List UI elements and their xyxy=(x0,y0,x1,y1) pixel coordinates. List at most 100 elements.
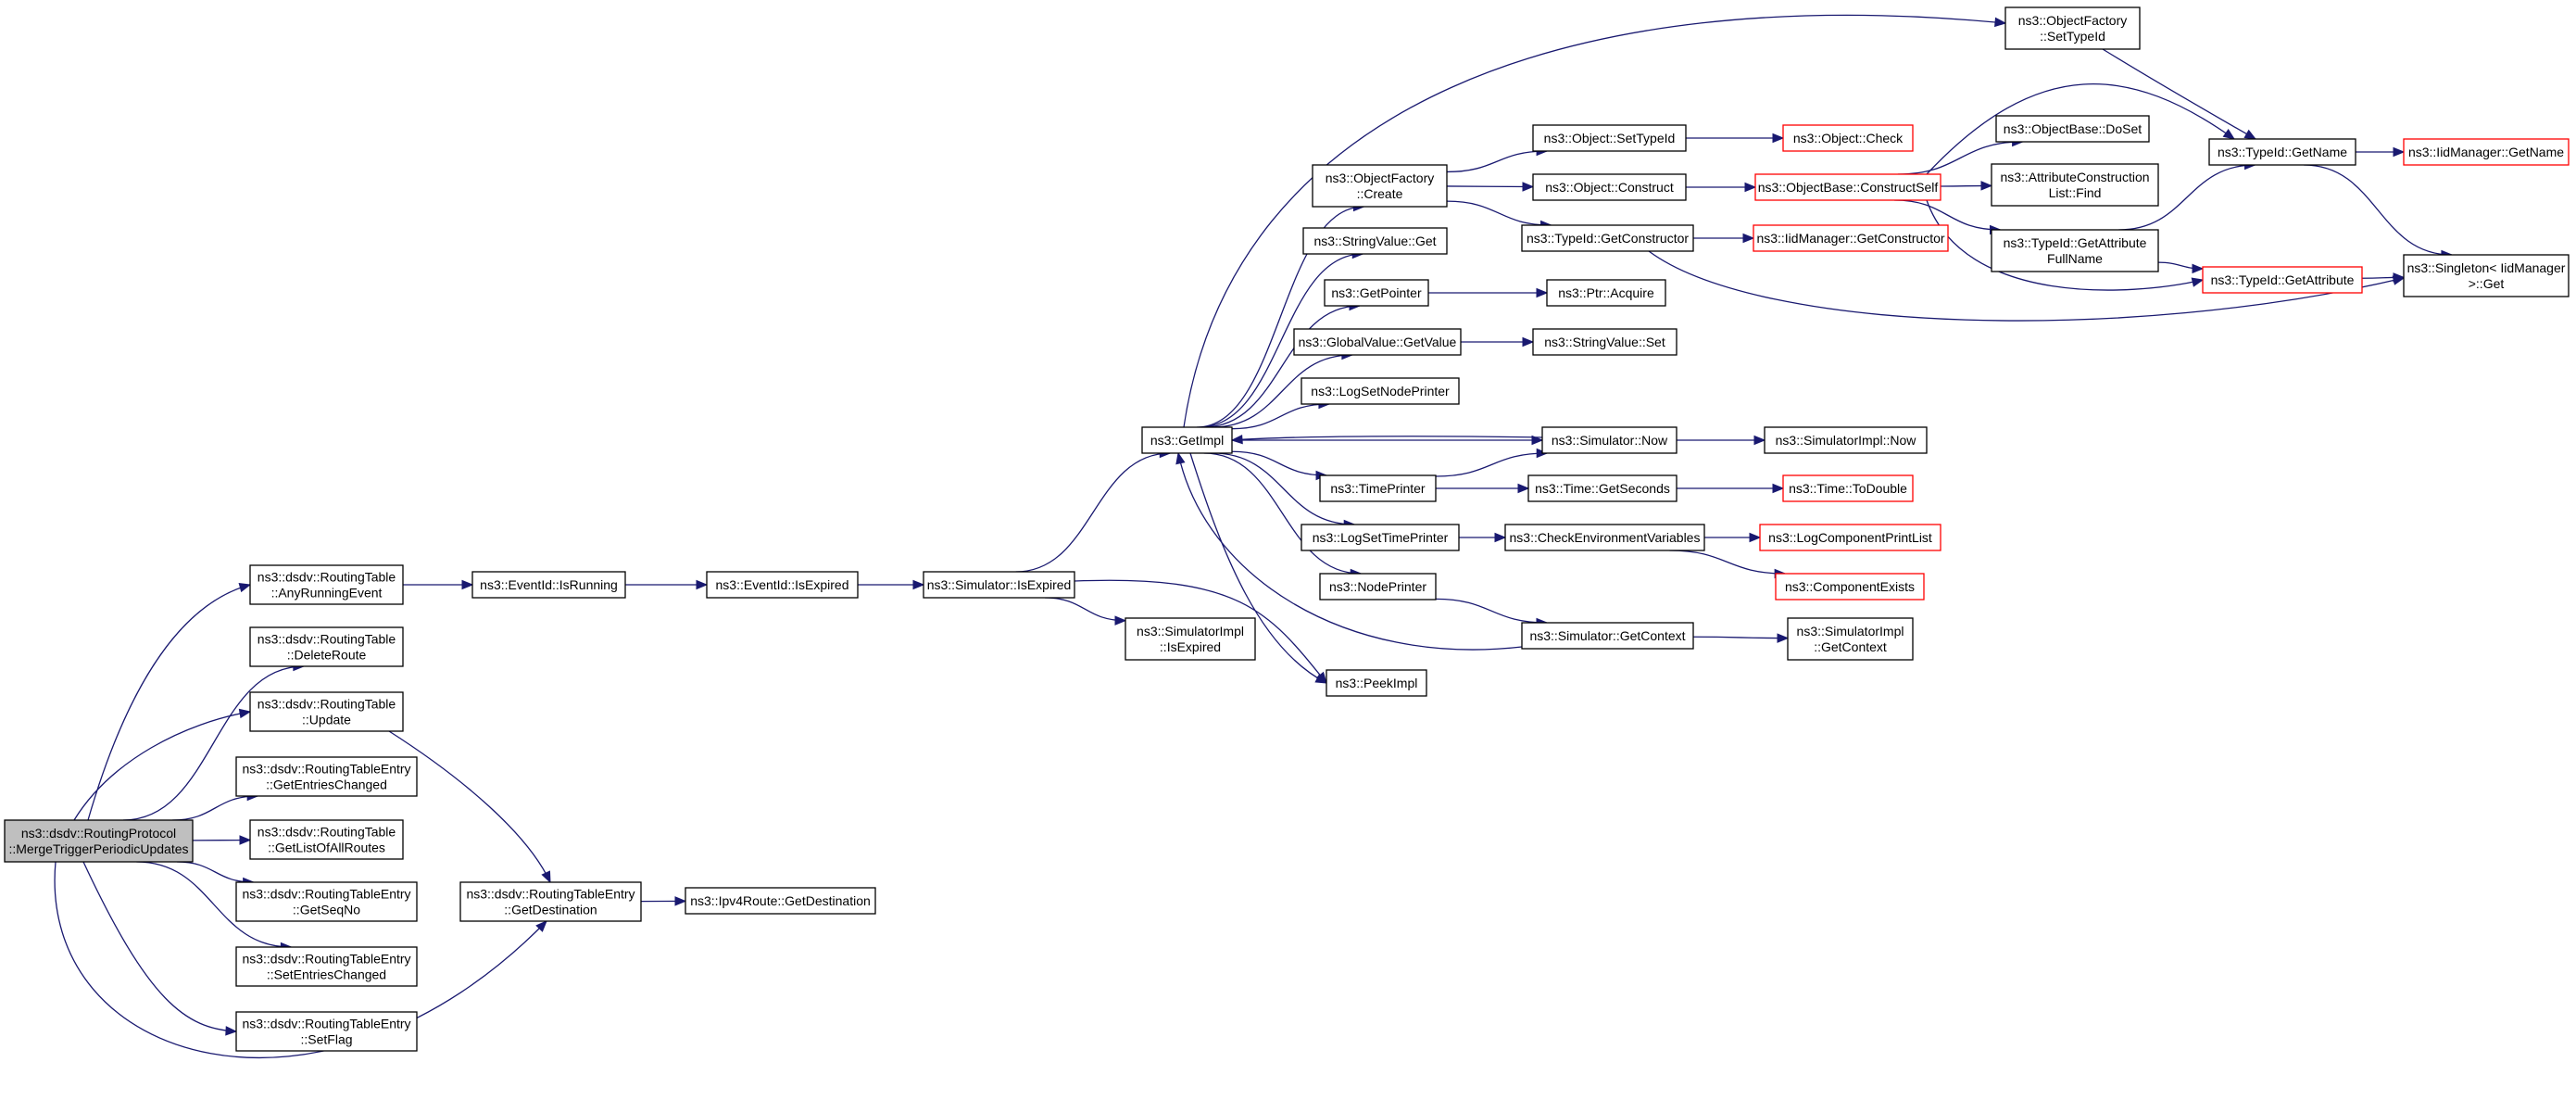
node-box[interactable] xyxy=(1302,227,1448,255)
node-box[interactable] xyxy=(1319,474,1437,502)
node-box[interactable] xyxy=(2403,138,2570,166)
node-box[interactable] xyxy=(1787,617,1914,661)
node-simIsExpired[interactable]: ns3::Simulator::IsExpired xyxy=(923,571,1075,599)
node-box[interactable] xyxy=(1312,164,1448,208)
node-box[interactable] xyxy=(4,819,194,863)
node-box[interactable] xyxy=(1991,229,2159,272)
node-box[interactable] xyxy=(1759,524,1941,551)
node-simImplIsExpired[interactable]: ns3::SimulatorImpl::IsExpired xyxy=(1125,617,1256,661)
node-getEntriesChanged[interactable]: ns3::dsdv::RoutingTableEntry::GetEntries… xyxy=(235,756,418,797)
node-simImplGetContext[interactable]: ns3::SimulatorImpl::GetContext xyxy=(1787,617,1914,661)
node-box[interactable] xyxy=(1293,328,1462,356)
node-box[interactable] xyxy=(249,691,404,732)
node-box[interactable] xyxy=(1754,173,1941,201)
node-box[interactable] xyxy=(235,946,418,987)
node-box[interactable] xyxy=(923,571,1075,599)
node-timeGetSeconds[interactable]: ns3::Time::GetSeconds xyxy=(1527,474,1678,502)
node-ipv4GetDestination[interactable]: ns3::Ipv4Route::GetDestination xyxy=(685,887,876,915)
node-objFactorySetTypeId[interactable]: ns3::ObjectFactory::SetTypeId xyxy=(2004,6,2141,50)
node-iidGetConstructor[interactable]: ns3::IidManager::GetConstructor xyxy=(1753,224,1949,252)
node-getPointer[interactable]: ns3::GetPointer xyxy=(1324,279,1429,307)
node-box[interactable] xyxy=(2208,138,2356,166)
node-checkEnv[interactable]: ns3::CheckEnvironmentVariables xyxy=(1504,524,1705,551)
node-box[interactable] xyxy=(1326,669,1427,697)
node-box[interactable] xyxy=(249,626,404,667)
node-componentExists[interactable]: ns3::ComponentExists xyxy=(1775,573,1925,601)
node-box[interactable] xyxy=(1319,573,1437,601)
node-root[interactable]: ns3::dsdv::RoutingProtocol::MergeTrigger… xyxy=(4,819,194,863)
node-getImpl[interactable]: ns3::GetImpl xyxy=(1141,426,1233,454)
node-objectConstruct[interactable]: ns3::Object::Construct xyxy=(1532,173,1687,201)
node-peekImpl[interactable]: ns3::PeekImpl xyxy=(1326,669,1427,697)
node-globalValueGetValue[interactable]: ns3::GlobalValue::GetValue xyxy=(1293,328,1462,356)
node-box[interactable] xyxy=(1546,279,1666,307)
node-getSeqNo[interactable]: ns3::dsdv::RoutingTableEntry::GetSeqNo xyxy=(235,881,418,922)
node-box[interactable] xyxy=(1753,224,1949,252)
node-simulatorNow[interactable]: ns3::Simulator::Now xyxy=(1541,426,1678,454)
node-getListOfAllRoutes[interactable]: ns3::dsdv::RoutingTable::GetListOfAllRou… xyxy=(249,819,404,860)
node-box[interactable] xyxy=(2202,266,2363,294)
node-box[interactable] xyxy=(1532,328,1678,356)
node-box[interactable] xyxy=(1991,163,2159,207)
node-box[interactable] xyxy=(1995,115,2150,143)
node-box[interactable] xyxy=(235,1011,418,1052)
node-simGetContext[interactable]: ns3::Simulator::GetContext xyxy=(1521,622,1694,650)
node-objFactoryCreate[interactable]: ns3::ObjectFactory::Create xyxy=(1312,164,1448,208)
node-typeIdGetName[interactable]: ns3::TypeId::GetName xyxy=(2208,138,2356,166)
node-box[interactable] xyxy=(1764,426,1928,454)
node-box[interactable] xyxy=(235,756,418,797)
node-singletonGet[interactable]: ns3::Singleton< IidManager>::Get xyxy=(2403,254,2570,297)
node-box[interactable] xyxy=(1532,173,1687,201)
node-box[interactable] xyxy=(235,881,418,922)
node-constructSelf[interactable]: ns3::ObjectBase::ConstructSelf xyxy=(1754,173,1941,201)
node-box[interactable] xyxy=(1301,524,1460,551)
node-box[interactable] xyxy=(459,881,642,922)
node-objectBaseDoSet[interactable]: ns3::ObjectBase::DoSet xyxy=(1995,115,2150,143)
node-logSetTimePrinter[interactable]: ns3::LogSetTimePrinter xyxy=(1301,524,1460,551)
node-update[interactable]: ns3::dsdv::RoutingTable::Update xyxy=(249,691,404,732)
node-box[interactable] xyxy=(1532,124,1687,152)
node-box[interactable] xyxy=(1782,124,1914,152)
node-simImplNow[interactable]: ns3::SimulatorImpl::Now xyxy=(1764,426,1928,454)
node-box[interactable] xyxy=(471,571,626,599)
node-timeToDouble[interactable]: ns3::Time::ToDouble xyxy=(1782,474,1914,502)
node-box[interactable] xyxy=(1775,573,1925,601)
node-box[interactable] xyxy=(1541,426,1678,454)
node-typeIdGetConstructor[interactable]: ns3::TypeId::GetConstructor xyxy=(1521,224,1694,252)
node-box[interactable] xyxy=(1301,377,1460,405)
node-getDestination[interactable]: ns3::dsdv::RoutingTableEntry::GetDestina… xyxy=(459,881,642,922)
node-eventIsRunning[interactable]: ns3::EventId::IsRunning xyxy=(471,571,626,599)
node-box[interactable] xyxy=(1141,426,1233,454)
node-ptrAcquire[interactable]: ns3::Ptr::Acquire xyxy=(1546,279,1666,307)
node-deleteRoute[interactable]: ns3::dsdv::RoutingTable::DeleteRoute xyxy=(249,626,404,667)
node-anyRunning[interactable]: ns3::dsdv::RoutingTable::AnyRunningEvent xyxy=(249,564,404,605)
node-setEntriesChanged[interactable]: ns3::dsdv::RoutingTableEntry::SetEntries… xyxy=(235,946,418,987)
node-objectCheck[interactable]: ns3::Object::Check xyxy=(1782,124,1914,152)
node-iidGetName[interactable]: ns3::IidManager::GetName xyxy=(2403,138,2570,166)
node-eventIsExpired[interactable]: ns3::EventId::IsExpired xyxy=(706,571,859,599)
node-box[interactable] xyxy=(249,564,404,605)
node-logSetNodePrinter[interactable]: ns3::LogSetNodePrinter xyxy=(1301,377,1460,405)
node-timePrinter[interactable]: ns3::TimePrinter xyxy=(1319,474,1437,502)
node-box[interactable] xyxy=(706,571,859,599)
node-box[interactable] xyxy=(2004,6,2141,50)
node-box[interactable] xyxy=(1782,474,1914,502)
node-box[interactable] xyxy=(1324,279,1429,307)
node-stringValueGet[interactable]: ns3::StringValue::Get xyxy=(1302,227,1448,255)
node-box[interactable] xyxy=(1527,474,1678,502)
node-box[interactable] xyxy=(1125,617,1256,661)
node-box[interactable] xyxy=(1521,622,1694,650)
node-nodePrinter[interactable]: ns3::NodePrinter xyxy=(1319,573,1437,601)
node-box[interactable] xyxy=(685,887,876,915)
node-objectSetTypeId[interactable]: ns3::Object::SetTypeId xyxy=(1532,124,1687,152)
node-box[interactable] xyxy=(249,819,404,860)
node-logComponentPrintList[interactable]: ns3::LogComponentPrintList xyxy=(1759,524,1941,551)
node-box[interactable] xyxy=(1521,224,1694,252)
node-stringValueSet[interactable]: ns3::StringValue::Set xyxy=(1532,328,1678,356)
node-box[interactable] xyxy=(2403,254,2570,297)
node-typeIdGetAttribute[interactable]: ns3::TypeId::GetAttribute xyxy=(2202,266,2363,294)
node-setFlag[interactable]: ns3::dsdv::RoutingTableEntry::SetFlag xyxy=(235,1011,418,1052)
node-box[interactable] xyxy=(1504,524,1705,551)
